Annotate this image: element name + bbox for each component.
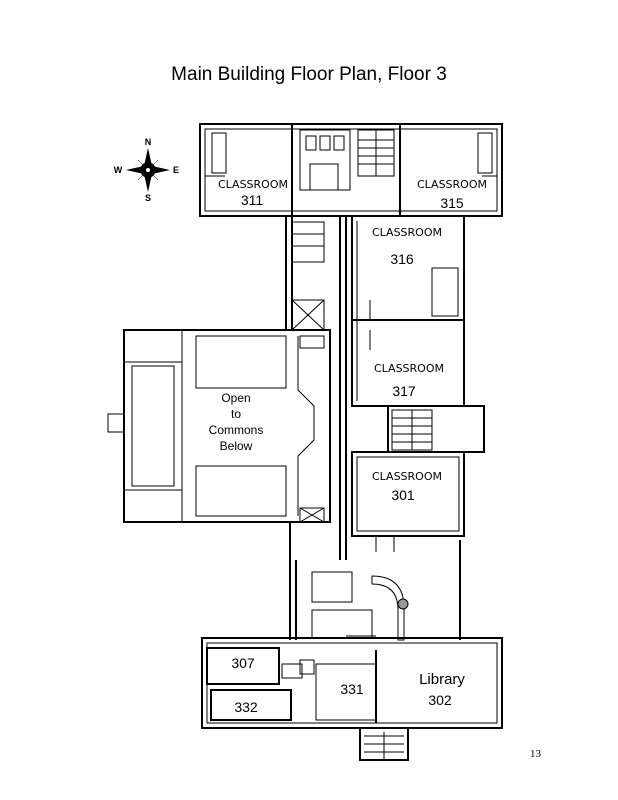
- lower-corridor: [289, 522, 461, 641]
- room-307-number: 307: [231, 655, 255, 671]
- room-311-number: 311: [241, 192, 264, 208]
- library-label: Library: [419, 671, 465, 688]
- room-316-label: CLASSROOM: [372, 226, 442, 239]
- compass-north-label: N: [145, 137, 152, 147]
- room-317-label: CLASSROOM: [374, 362, 444, 375]
- room-301-walls: [351, 451, 465, 552]
- room-331-number: 331: [340, 681, 364, 697]
- open-area-line3: Commons: [209, 423, 264, 437]
- east-block-upper: [351, 215, 465, 407]
- compass-east-label: E: [173, 165, 179, 175]
- open-area-line2: to: [231, 407, 241, 421]
- room-301-number: 301: [391, 487, 415, 503]
- top-wing: [199, 123, 503, 217]
- room-332-number: 332: [234, 699, 258, 715]
- room-316-number: 316: [390, 251, 414, 267]
- open-area-line4: Below: [220, 439, 253, 453]
- room-315-label: CLASSROOM: [417, 178, 487, 191]
- compass-south-label: S: [145, 193, 151, 203]
- open-area-line1: Open: [221, 391, 250, 405]
- stairs-east: [387, 405, 485, 453]
- compass-icon: N S E W: [114, 137, 179, 203]
- library-number: 302: [428, 692, 452, 708]
- room-315-number: 315: [440, 195, 464, 211]
- commons-block: [107, 329, 331, 523]
- room-301-label: CLASSROOM: [372, 470, 442, 483]
- page-title: Main Building Floor Plan, Floor 3: [171, 64, 447, 85]
- room-317-number: 317: [392, 383, 416, 399]
- page-number: 13: [530, 748, 541, 760]
- compass-west-label: W: [114, 165, 123, 175]
- room-311-label: CLASSROOM: [218, 178, 288, 191]
- bottom-wing: [201, 637, 503, 761]
